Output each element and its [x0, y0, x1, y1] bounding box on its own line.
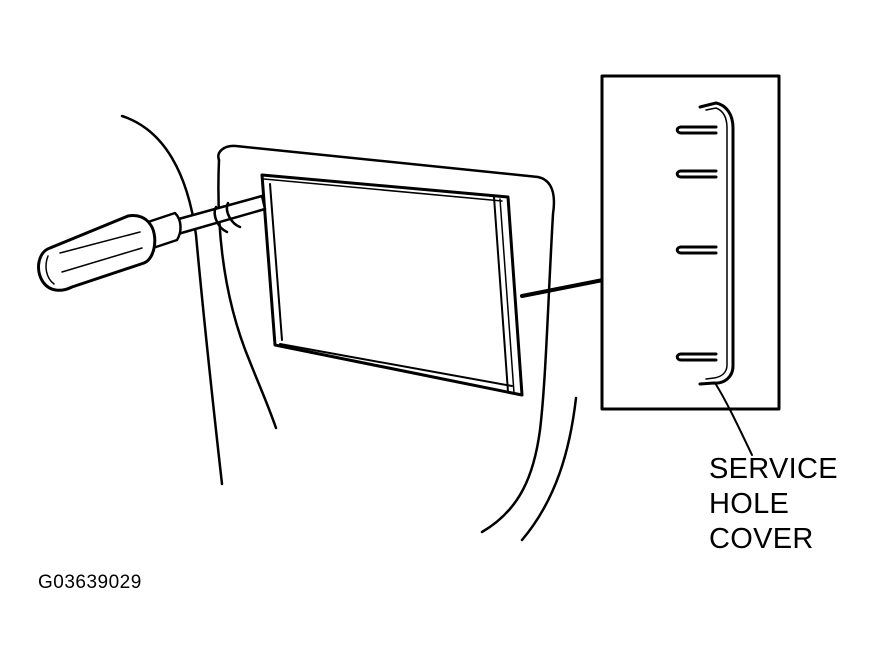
detail-leader-line [520, 278, 605, 298]
detail-inset [600, 74, 781, 411]
figure-id-label: G03639029 [38, 572, 142, 593]
callout-line-2: HOLE [709, 488, 790, 520]
callout-line-3: COVER [709, 523, 814, 555]
service-hole-cover-panel [260, 173, 524, 397]
cover-profile [698, 101, 735, 386]
screwdriver [37, 194, 267, 292]
callout-line-1: SERVICE [709, 453, 838, 485]
cover-clips [675, 125, 718, 362]
callout-leader-line [714, 382, 753, 456]
screwdriver-handle [37, 214, 157, 292]
service-hole-cover-label: SERVICE HOLE COVER [709, 452, 838, 557]
